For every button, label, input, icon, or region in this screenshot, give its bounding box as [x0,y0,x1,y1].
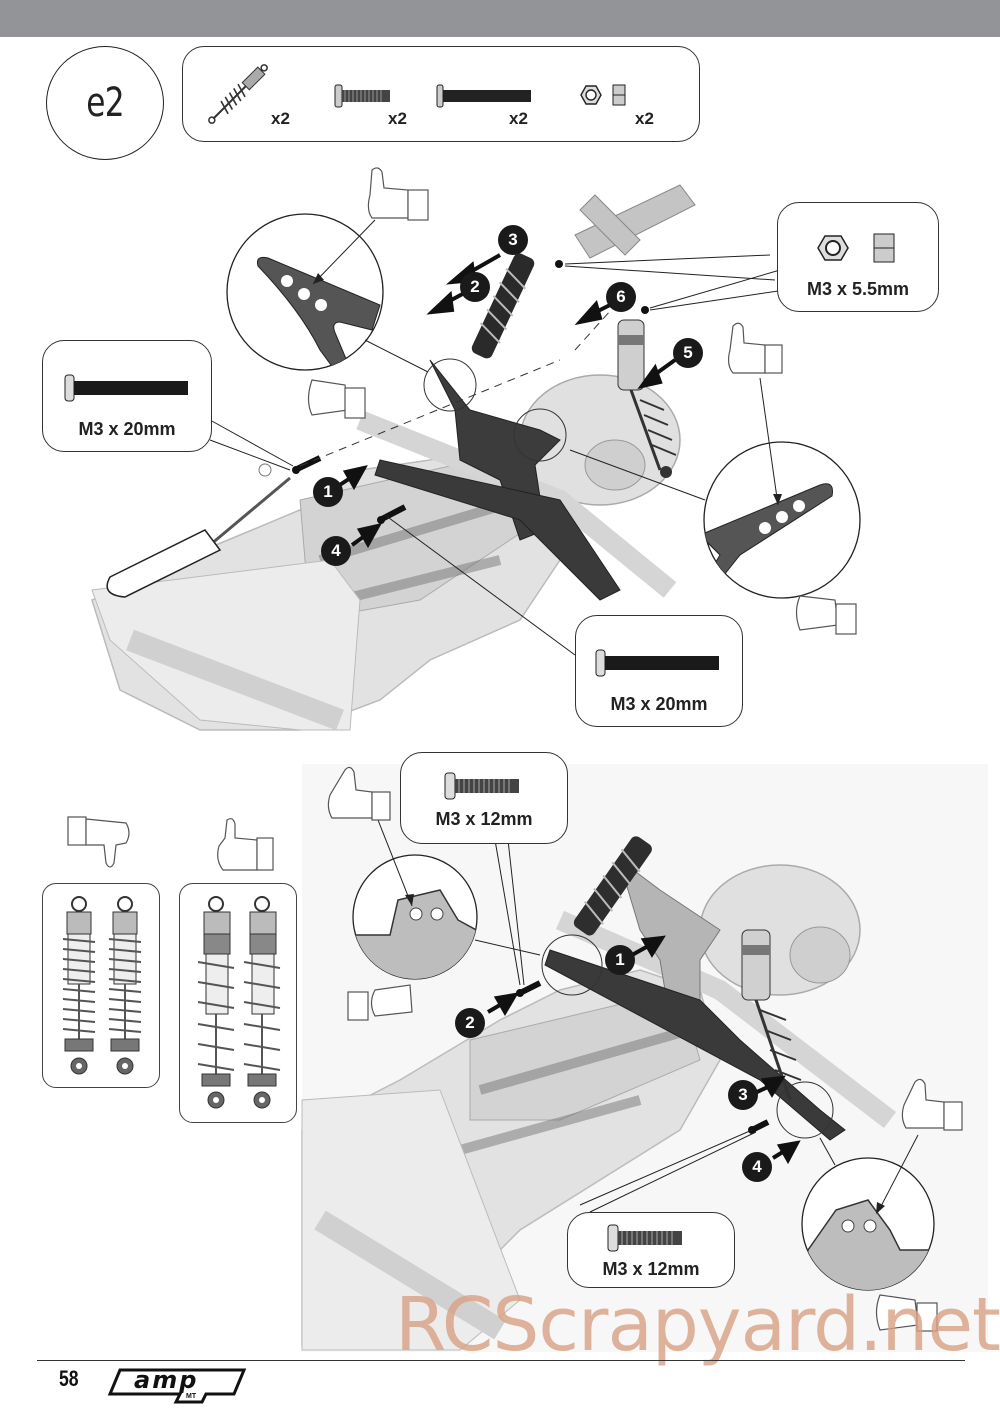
screw-bottom-callout-lower-label: M3 x 12mm [602,1259,700,1279]
lock-nut-icon [580,84,626,106]
screw-m3x20-icon [595,649,719,677]
step-bubble-1: 1 [313,477,343,507]
upper-assembly-diagram [91,167,861,731]
thumbs-up-icon [367,167,429,221]
step-bubble-4: 4 [742,1152,772,1182]
shock-part-right [617,319,677,478]
screw-m3x12-icon [334,84,390,108]
qty-nut: x2 [635,109,654,128]
shock-part-left [471,253,535,359]
step-bubble-3: 3 [728,1080,758,1110]
qty-screw-20: x2 [509,109,528,128]
step-bubble-6: 6 [606,282,636,312]
lock-nut-icon [817,233,895,263]
shock-absorber-icon [208,64,268,124]
brand-logo: amp MT [106,1366,247,1404]
screw-m3x12-icon [607,1224,682,1252]
nut-part-2 [641,306,649,314]
hand-grip-icon [795,595,857,635]
step-bubble-5: 5 [673,338,703,368]
screw-bottom-callout: M3 x 20mm [575,615,743,727]
watermark: RCScrapyard.net [395,1282,1000,1368]
lower-arm [544,949,846,1141]
thumbs-down-icon [67,816,130,868]
screw-bottom-callout-label: M3 x 20mm [610,694,708,714]
screwdriver-icon [106,463,291,598]
brand-logo-text: amp [134,1366,199,1394]
screw-bottom-callout-lower: M3 x 12mm [567,1212,735,1288]
nut-part-1 [555,260,563,268]
hand-grip-icon [347,984,413,1021]
shock-part-right [741,929,802,1101]
step-label-circle: e2 [46,46,164,160]
step-label: e2 [86,80,124,126]
nut-callout-label: M3 x 5.5mm [806,279,910,299]
screw-left-callout-label: M3 x 20mm [78,419,176,439]
lower-assembly-diagram [301,766,963,1351]
screw-top-callout-label: M3 x 12mm [435,809,533,829]
page-number: 58 [59,1366,79,1391]
cross-wrench-icon [574,184,696,259]
header-bar [0,0,1000,37]
shock-absorber-icon [62,896,142,1075]
screw-m3x20-icon [436,84,531,108]
detail-circle-upper-left [226,213,384,371]
lower-arm [374,459,621,601]
thumbs-up-icon [327,766,391,821]
shock-set-correct [179,883,297,1123]
step-bubble-3: 3 [498,225,528,255]
screw-m3x20-icon [64,374,188,402]
step-bubble-2: 2 [455,1008,485,1038]
step-bubble-2: 2 [460,272,490,302]
qty-screw-12: x2 [388,109,407,128]
shock-set-incorrect [42,883,160,1088]
screw-part-4 [377,504,407,524]
detail-circle-right [703,377,861,599]
screw-m3x12-icon [444,772,519,800]
step-bubble-1: 1 [605,945,635,975]
footer-divider [37,1360,965,1361]
brand-logo-sub: MT [186,1393,197,1400]
thumbs-up-icon [901,1078,963,1131]
shock-part-left [573,836,652,936]
hand-grip-icon [875,1294,938,1332]
screw-part-4 [748,1119,770,1134]
parts-list-box: x2 x2 x2 x2 [182,46,700,142]
screw-top-callout: M3 x 12mm [400,752,568,844]
detail-circle-lower-right [801,1134,935,1291]
thumbs-up-icon [217,818,274,871]
thumbs-up-icon [727,322,783,374]
screw-left-callout: M3 x 20mm [42,340,212,452]
detail-circle-lower-left [352,819,478,980]
nut-callout: M3 x 5.5mm [777,202,939,312]
qty-shock: x2 [271,109,290,128]
step-bubble-4: 4 [321,536,351,566]
shock-absorber-icon [197,896,281,1109]
hand-grip-icon [307,379,366,419]
screw-part-1 [292,455,322,474]
screw-part-2 [516,980,542,997]
